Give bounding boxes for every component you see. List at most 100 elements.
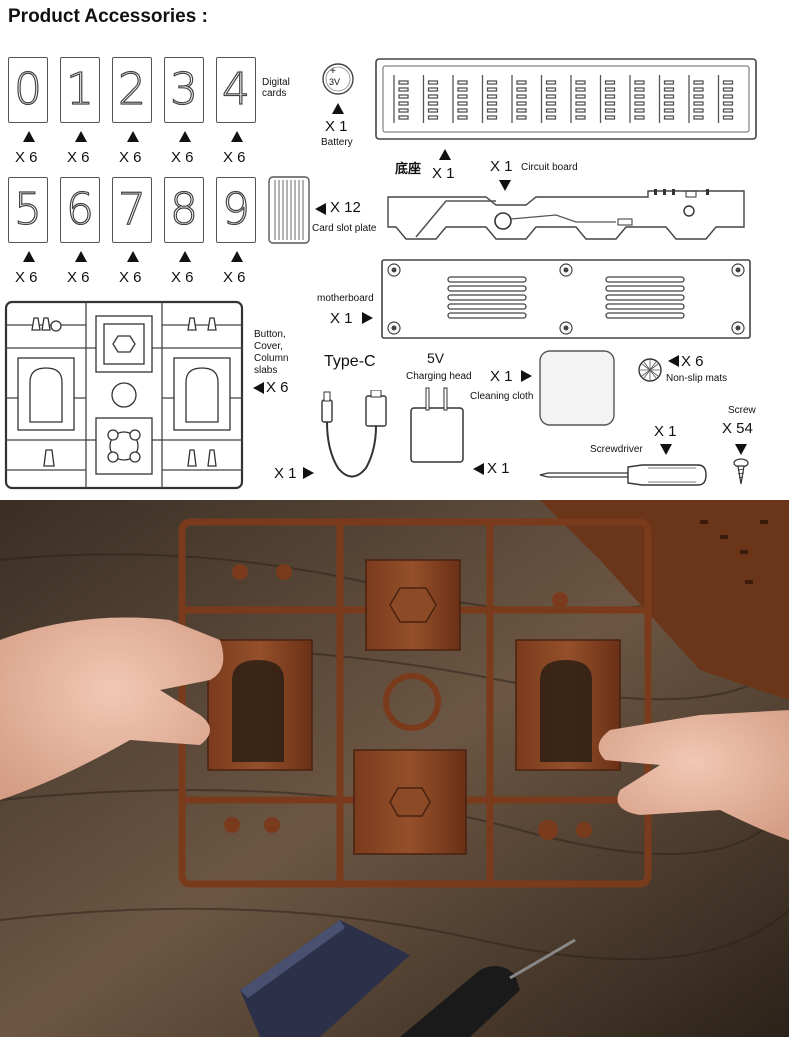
sprue-label: Button, Cover, Column slabs (254, 329, 289, 376)
digit-card: 6 (60, 177, 100, 243)
base-slot-tooth (427, 87, 439, 92)
base-slot-tooth (663, 94, 675, 99)
down-arrow-icon (660, 444, 672, 455)
digit-label: 4 (221, 63, 250, 115)
motherboard-label: motherboard (317, 293, 374, 304)
base-slot-tooth (398, 80, 409, 85)
right-arrow-icon (521, 370, 532, 382)
type-c-label: Type-C (324, 353, 376, 370)
base-slot-tooth (722, 108, 734, 113)
circuit-label: Circuit board (521, 162, 578, 173)
base-slot-tooth (693, 101, 704, 106)
digit-card: 5 (8, 177, 48, 243)
left-arrow-icon (315, 203, 326, 215)
screw-label: Screw (728, 405, 756, 416)
digit-label: 6 (65, 183, 94, 235)
base-slot-tooth (427, 80, 439, 85)
base-slot-tooth (693, 108, 704, 113)
base-slot-tooth (634, 94, 645, 99)
charger-label: Charging head (406, 371, 472, 382)
base-slot-tooth (545, 87, 557, 92)
base-slot-tooth (604, 108, 616, 113)
base-slot-tooth (604, 101, 616, 106)
base-label: 底座 (395, 161, 422, 176)
digit-qty: X 6 (15, 149, 38, 166)
base-slot-tooth (427, 108, 439, 113)
base-slot-tooth (663, 115, 675, 120)
card-slot-plate-icon (268, 176, 310, 244)
base-slot-tooth (457, 101, 468, 106)
screwdriver-icon (539, 464, 707, 486)
base-slot-tooth (693, 87, 704, 92)
base-slot-tooth (457, 108, 468, 113)
left-arrow-icon (253, 382, 264, 394)
base-slot-tooth (634, 80, 645, 85)
base-slot-tooth (486, 115, 498, 120)
digit-label: 3 (169, 63, 198, 115)
charger-qty: X 1 (487, 460, 510, 477)
sprue-qty: X 6 (266, 379, 289, 396)
page-title: Product Accessories : (8, 6, 208, 27)
cloth-qty: X 1 (490, 368, 513, 385)
cleaning-cloth-icon (539, 350, 615, 426)
screw-qty: X 54 (722, 420, 753, 437)
down-arrow-icon (499, 180, 511, 191)
digit-qty: X 6 (15, 269, 38, 286)
digit-card: 7 (112, 177, 152, 243)
base-slot-tooth (516, 80, 527, 85)
down-arrow-icon (735, 444, 747, 455)
base-slot-tooth (663, 108, 675, 113)
sprue-frame-icon (4, 300, 244, 490)
digit-label: 7 (117, 183, 146, 235)
base-slot-tooth (486, 87, 498, 92)
digit-qty: X 6 (119, 269, 142, 286)
base-qty: X 1 (432, 165, 455, 182)
base-slot-tooth (604, 94, 616, 99)
digit-card: 4 (216, 57, 256, 123)
digit-label: 2 (117, 63, 146, 115)
base-slot-tooth (634, 115, 645, 120)
base-slot-tooth (604, 87, 616, 92)
base-slot-tooth (545, 101, 557, 106)
up-arrows-row-1 (23, 131, 243, 142)
left-arrow-icon (668, 355, 679, 367)
base-slot-tooth (575, 108, 586, 113)
base-slot-tooth (575, 94, 586, 99)
card-slot-label: Card slot plate (312, 223, 377, 234)
base-slot-tooth (516, 101, 527, 106)
right-arrow-icon (303, 467, 314, 479)
digit-label: 1 (65, 63, 94, 115)
digit-card: 2 (112, 57, 152, 123)
base-slot-tooth (545, 94, 557, 99)
up-arrows-row-2 (23, 251, 243, 262)
base-slot-tooth (427, 101, 439, 106)
base-slot-tooth (516, 108, 527, 113)
base-slot-tooth (575, 80, 586, 85)
screwdriver-label: Screwdriver (590, 444, 643, 455)
digit-qty: X 6 (223, 149, 246, 166)
base-slot-tooth (722, 115, 734, 120)
digit-qty: X 6 (67, 149, 90, 166)
base-slot-tooth (516, 115, 527, 120)
base-slot-tooth (457, 80, 468, 85)
base-slot-tooth (486, 80, 498, 85)
base-slot-tooth (398, 87, 409, 92)
screwdriver-qty: X 1 (654, 423, 677, 440)
up-arrow-icon (439, 149, 451, 160)
mats-qty: X 6 (681, 353, 704, 370)
battery-icon (322, 63, 354, 95)
up-arrow-icon (332, 103, 344, 114)
motherboard-qty: X 1 (330, 310, 353, 327)
battery-label: Battery (321, 137, 353, 148)
base-slot-tooth (516, 94, 527, 99)
base-slot-tooth (398, 101, 409, 106)
cable-qty: X 1 (274, 465, 297, 482)
base-slot-tooth (516, 87, 527, 92)
digit-card: 9 (216, 177, 256, 243)
base-slot-tooth (604, 80, 616, 85)
non-slip-mat-icon (638, 358, 662, 382)
digit-qty: X 6 (67, 269, 90, 286)
digit-card: 8 (164, 177, 204, 243)
battery-qty: X 1 (325, 118, 348, 135)
charger-voltage: 5V (427, 350, 445, 366)
